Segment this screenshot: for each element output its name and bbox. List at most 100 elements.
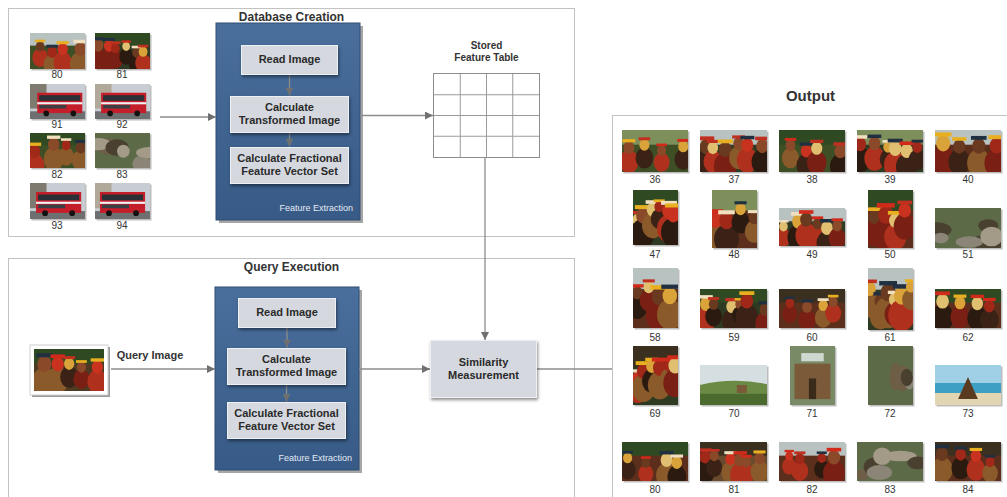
image-number: 84: [928, 485, 1007, 495]
process-box: Calculate Transformed Image: [230, 96, 349, 133]
image-number: 80: [615, 485, 695, 495]
image-number: 39: [850, 175, 930, 185]
figure-headdress: [868, 280, 877, 284]
photo: [95, 84, 150, 119]
output-panel: Output: [612, 115, 1007, 497]
figure-headdress: [877, 203, 895, 207]
photo: [633, 190, 678, 245]
bus-wheel: [42, 210, 48, 216]
image-number: 61: [850, 333, 930, 343]
label-holder: 93: [17, 221, 97, 231]
image-number: 38: [772, 175, 852, 185]
block-label: Feature Extraction: [278, 453, 352, 464]
photo-sky: [95, 84, 150, 119]
figure-headdress: [622, 139, 635, 142]
photo: [30, 33, 85, 69]
image-number: 81: [694, 485, 774, 495]
figure-head: [95, 39, 103, 52]
photo: [935, 365, 1001, 405]
label-holder: 80: [615, 485, 695, 495]
figure-headdress: [63, 356, 75, 359]
process-label: Similarity Measurement: [435, 356, 532, 382]
photos: [25, 33, 1007, 488]
flow-label: Query Image: [110, 350, 190, 361]
stone-shape: [901, 369, 913, 387]
figure-headdress: [954, 295, 967, 298]
figure-head: [912, 141, 922, 153]
panel-frame: [9, 9, 575, 237]
figure-headdress: [660, 451, 674, 455]
label-holder: 62: [928, 333, 1007, 343]
figure-head: [708, 142, 719, 154]
image-number: 82: [772, 485, 852, 495]
figure-headdress: [833, 142, 845, 145]
figure-head: [936, 294, 949, 309]
process-box: Read Image: [241, 45, 338, 75]
figure-headdress: [971, 136, 987, 140]
label-holder: 73: [928, 409, 1007, 419]
flow-arrows: [111, 117, 216, 369]
bus-windows: [38, 205, 65, 209]
label-holder: 37: [694, 175, 774, 185]
figure-head: [642, 458, 651, 468]
label-holder: 38: [772, 175, 852, 185]
figure-headdress: [667, 355, 678, 359]
figure-head: [955, 448, 965, 460]
bus-windows: [102, 195, 143, 201]
photo-ground: [790, 346, 835, 405]
label-holder: 59: [694, 333, 774, 343]
figure-headdress: [868, 135, 882, 138]
connector: [289, 75, 290, 96]
photo: [857, 442, 923, 481]
label-holder: 36: [615, 175, 695, 185]
figure-head: [37, 356, 51, 372]
image-number: 58: [615, 333, 695, 343]
figure-head: [709, 299, 718, 310]
figure-headdress: [709, 449, 720, 452]
figure-head: [898, 203, 911, 218]
label-holder: 50: [850, 250, 930, 260]
figure-head: [742, 456, 751, 467]
figure-head: [760, 303, 767, 316]
bus-stripe: [101, 102, 146, 104]
figure-head: [52, 357, 64, 372]
figure-head: [817, 453, 826, 463]
photo: [935, 130, 1001, 172]
photo: [779, 130, 845, 172]
figure-head: [657, 145, 666, 156]
figure-headdress: [753, 450, 765, 453]
image-number: 47: [615, 250, 695, 260]
grid-lines: [434, 74, 539, 157]
block-fill: [216, 23, 360, 220]
label-holder: 84: [928, 485, 1007, 495]
bus-wheel: [133, 210, 139, 216]
figure-headdress: [785, 138, 796, 141]
figure-head: [857, 137, 866, 151]
process-box: Similarity Measurement: [430, 340, 537, 398]
figure-head: [719, 213, 733, 230]
figure-headdress: [741, 455, 752, 458]
process-box: Calculate Fractional Feature Vector Set: [230, 147, 349, 184]
figure-headdress: [46, 45, 58, 48]
label-holder: 48: [694, 250, 774, 260]
figure-head: [972, 138, 985, 154]
bus-wheel: [71, 111, 77, 117]
image-number: 62: [928, 333, 1007, 343]
bus-windows: [38, 195, 79, 201]
figure-headdress: [110, 41, 120, 44]
image-number: 59: [694, 333, 774, 343]
photo: [935, 289, 1001, 328]
process-label: Calculate Transformed Image: [232, 353, 341, 379]
figure-headdress: [935, 132, 952, 136]
figure-head: [740, 293, 753, 308]
photo-back: [712, 190, 757, 210]
figure-head: [48, 138, 59, 151]
label-holder: 82: [772, 485, 852, 495]
section-panel: Query ExecutionFeature ExtractionRead Im…: [8, 258, 575, 497]
figure-head: [671, 456, 682, 469]
label-holder: 92: [82, 120, 162, 130]
bus-wheel: [106, 210, 112, 216]
connector: [286, 328, 287, 348]
figure-headdress: [661, 285, 678, 289]
figure-head: [834, 144, 845, 158]
